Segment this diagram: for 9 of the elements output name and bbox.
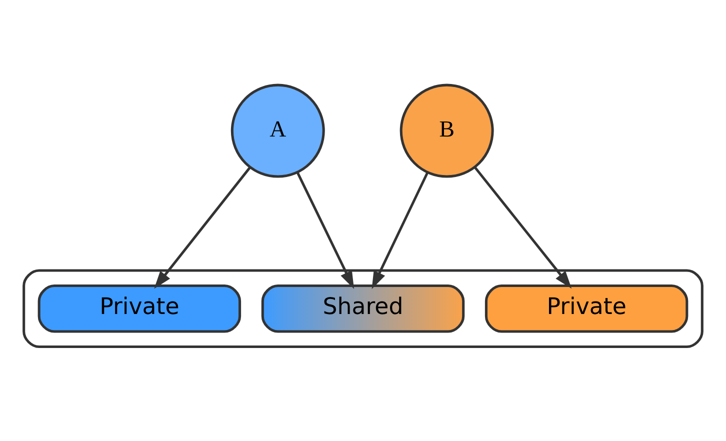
arrow [372,172,429,289]
node-circle: B [400,83,494,178]
arrow [296,171,354,288]
node-circle: A [230,83,325,178]
node-box: Private [484,284,688,332]
arrow [474,166,572,288]
arrow [154,166,251,288]
node-box: Private [38,284,242,332]
node-box: Shared [261,284,465,332]
